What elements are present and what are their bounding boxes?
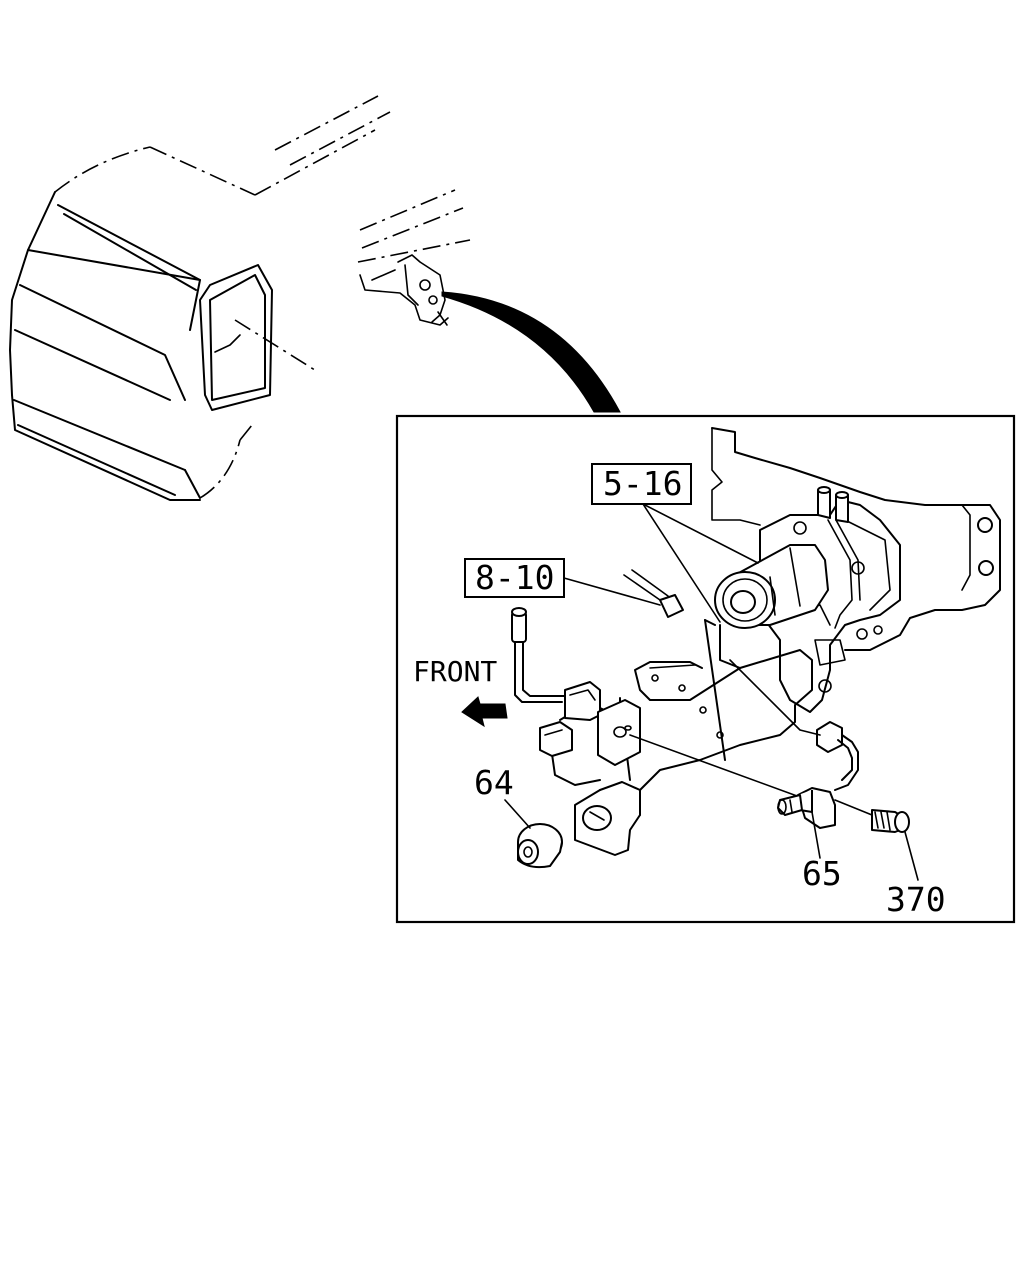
leader-8-10 xyxy=(563,577,661,606)
leader-65 xyxy=(811,811,821,859)
part-64-grommet xyxy=(517,823,563,869)
callout-8-10: 8-10 xyxy=(475,558,554,597)
leader-64 xyxy=(504,799,531,829)
detail-pointer-arrow xyxy=(441,291,621,413)
callout-370: 370 xyxy=(886,880,946,919)
connector-8-10 xyxy=(659,594,684,618)
wheel-speed-sensor-harness xyxy=(511,607,809,801)
callout-64: 64 xyxy=(474,763,514,802)
sensor-connector xyxy=(729,659,859,791)
abs-hydraulic-unit xyxy=(711,427,1001,713)
frame-bracket-location xyxy=(359,254,449,326)
callout-box-8-10 xyxy=(464,558,565,598)
detail-view-frame xyxy=(395,414,1016,924)
callout-65: 65 xyxy=(802,854,842,893)
vehicle-cab-outline xyxy=(9,95,471,501)
part-370-bolt xyxy=(834,799,910,833)
front-label: FRONT xyxy=(413,655,497,688)
part-65-sensor xyxy=(777,787,836,829)
sensor-wire-8-10 xyxy=(623,569,669,601)
mounting-bracket xyxy=(549,619,813,856)
callout-box-5-16 xyxy=(591,463,692,505)
leader-5-16 xyxy=(642,503,759,623)
leader-370 xyxy=(904,831,919,881)
callout-5-16: 5-16 xyxy=(603,464,682,503)
front-direction-arrow xyxy=(461,696,508,728)
